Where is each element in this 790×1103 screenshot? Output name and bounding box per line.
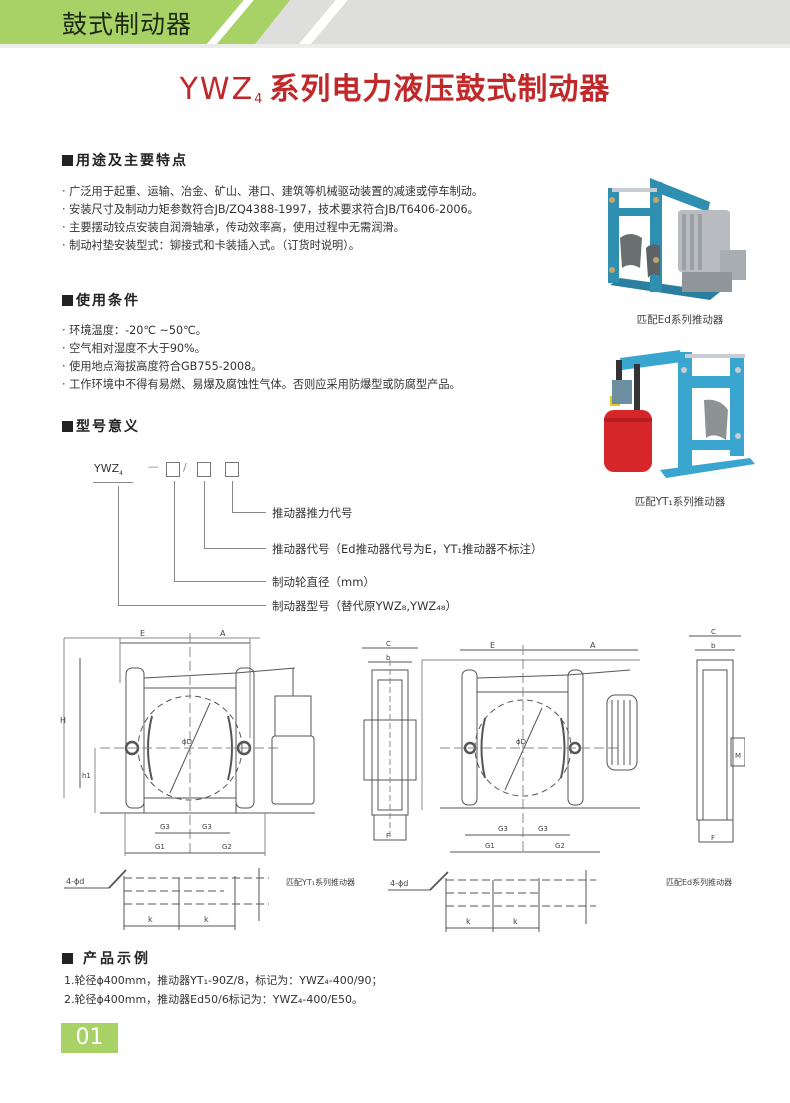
section-heading-conditions: 使用条件 xyxy=(62,290,140,310)
svg-text:G3: G3 xyxy=(160,823,170,831)
list-item: 环境温度：-20℃ ~50℃。 xyxy=(62,322,461,340)
svg-text:G2: G2 xyxy=(555,842,565,850)
code-box-diameter xyxy=(166,462,180,477)
svg-text:E: E xyxy=(140,629,145,638)
section-heading-features: 用途及主要特点 xyxy=(62,150,188,170)
list-item: 安装尺寸及制动力矩参数符合JB/ZQ4388-1997，技术要求符合JB/T64… xyxy=(62,201,483,219)
svg-text:C: C xyxy=(386,640,391,648)
title-text: 系列电力液压鼓式制动器 xyxy=(269,72,611,107)
svg-text:k: k xyxy=(513,917,518,926)
code-box-actuator xyxy=(197,462,211,477)
conditions-list: 环境温度：-20℃ ~50℃。 空气相对湿度不大于90%。 使用地点海拔高度符合… xyxy=(62,322,461,394)
legend-connector xyxy=(174,481,266,582)
drawing-yt1-hole-pattern: 4-ϕd k k xyxy=(64,866,304,936)
svg-text:G3: G3 xyxy=(498,825,508,833)
legend-wheel-diameter: 制动轮直径（mm） xyxy=(272,575,375,589)
svg-text:b: b xyxy=(386,654,391,662)
legend-thrust-code: 推动器推力代号 xyxy=(272,506,353,520)
section-heading-model-meaning: 型号意义 xyxy=(62,416,140,436)
header-divider xyxy=(0,44,790,48)
page-number: 01 xyxy=(61,1023,118,1053)
drawing-yt1-side-view: C b F xyxy=(360,640,420,850)
svg-text:ϕD: ϕD xyxy=(182,738,192,746)
product-photo-ed xyxy=(590,160,770,305)
square-bullet-icon xyxy=(62,295,73,306)
header-stripe xyxy=(289,0,352,44)
svg-text:A: A xyxy=(220,629,226,638)
svg-text:k: k xyxy=(466,917,471,926)
svg-text:k: k xyxy=(204,915,209,924)
drawing-ed-hole-pattern: 4-ϕd k k xyxy=(376,866,616,936)
square-bullet-icon xyxy=(62,953,73,964)
square-bullet-icon xyxy=(62,155,73,166)
code-box-thrust xyxy=(225,462,239,477)
title-model-subscript: 4 xyxy=(254,92,264,107)
product-photo-yt1 xyxy=(590,340,770,480)
svg-text:b: b xyxy=(711,642,716,650)
list-item: 主要摆动铰点安装自润滑轴承，传动效率高，使用过程中无需润滑。 xyxy=(62,219,483,237)
svg-text:F: F xyxy=(386,832,390,840)
svg-text:F: F xyxy=(711,834,715,842)
section-heading-examples: 产品示例 xyxy=(62,948,151,968)
drawing-yt1-front-view: E A H h1 ϕD G3 G3 G1 G2 xyxy=(60,628,320,858)
model-code-prefix: YWZ4 xyxy=(94,462,123,478)
svg-text:4-ϕd: 4-ϕd xyxy=(66,877,84,886)
svg-text:H: H xyxy=(60,716,66,725)
page-title: YWZ4 系列电力液压鼓式制动器 xyxy=(0,64,790,108)
legend-connector xyxy=(118,486,266,606)
examples-list: 1.轮径ϕ400mm，推动器YT₁-90Z/8，标记为：YWZ₄-400/90；… xyxy=(64,971,382,1009)
drawing-caption-ed: 匹配Ed系列推动器 xyxy=(666,878,733,887)
title-model-prefix: YWZ xyxy=(179,72,255,107)
svg-text:A: A xyxy=(590,641,596,650)
svg-text:G3: G3 xyxy=(202,823,212,831)
drawing-ed-front-view: E A ϕD G3 G3 G1 G2 xyxy=(420,640,640,855)
svg-text:k: k xyxy=(148,915,153,924)
legend-connector xyxy=(204,481,266,549)
list-item: 空气相对湿度不大于90%。 xyxy=(62,340,461,358)
legend-connector xyxy=(232,481,266,513)
drawing-ed-side-view: C b M F xyxy=(685,628,746,848)
model-code-dash: — xyxy=(148,460,159,473)
svg-text:G1: G1 xyxy=(485,842,495,850)
legend-brake-model: 制动器型号（替代原YWZ₈,YWZ₄₈） xyxy=(272,599,458,613)
list-item: 制动衬垫安装型式：铆接式和卡装插入式。（订货时说明）。 xyxy=(62,237,483,255)
list-item: 工作环境中不得有易燃、易爆及腐蚀性气体。否则应采用防爆型或防腐型产品。 xyxy=(62,376,461,394)
model-code-slash: / xyxy=(183,461,187,474)
list-item: 2.轮径ϕ400mm，推动器Ed50/6标记为：YWZ₄-400/E50。 xyxy=(64,993,363,1006)
svg-text:E: E xyxy=(490,641,495,650)
svg-text:ϕD: ϕD xyxy=(516,738,526,746)
features-list: 广泛用于起重、运输、冶金、矿山、港口、建筑等机械驱动装置的减速或停车制动。 安装… xyxy=(62,183,483,255)
photo-caption-ed: 匹配Ed系列推动器 xyxy=(636,314,724,326)
svg-text:G3: G3 xyxy=(538,825,548,833)
list-item: 使用地点海拔高度符合GB755-2008。 xyxy=(62,358,461,376)
svg-text:G1: G1 xyxy=(155,843,165,851)
header-band: 鼓式制动器 xyxy=(0,0,790,44)
svg-text:G2: G2 xyxy=(222,843,232,851)
square-bullet-icon xyxy=(62,421,73,432)
svg-text:M: M xyxy=(735,752,741,760)
legend-actuator-code: 推动器代号（Ed推动器代号为E，YT₁推动器不标注） xyxy=(272,542,543,556)
svg-text:h1: h1 xyxy=(82,772,91,780)
list-item: 广泛用于起重、运输、冶金、矿山、港口、建筑等机械驱动装置的减速或停车制动。 xyxy=(62,183,483,201)
category-title: 鼓式制动器 xyxy=(62,10,193,39)
drawing-caption-yt1: 匹配YT₁系列推动器 xyxy=(286,878,355,887)
model-code-underline xyxy=(93,482,133,483)
photo-caption-yt1: 匹配YT₁系列推动器 xyxy=(634,496,726,508)
list-item: 1.轮径ϕ400mm，推动器YT₁-90Z/8，标记为：YWZ₄-400/90； xyxy=(64,974,383,987)
svg-text:C: C xyxy=(711,628,716,636)
svg-text:4-ϕd: 4-ϕd xyxy=(390,879,408,888)
